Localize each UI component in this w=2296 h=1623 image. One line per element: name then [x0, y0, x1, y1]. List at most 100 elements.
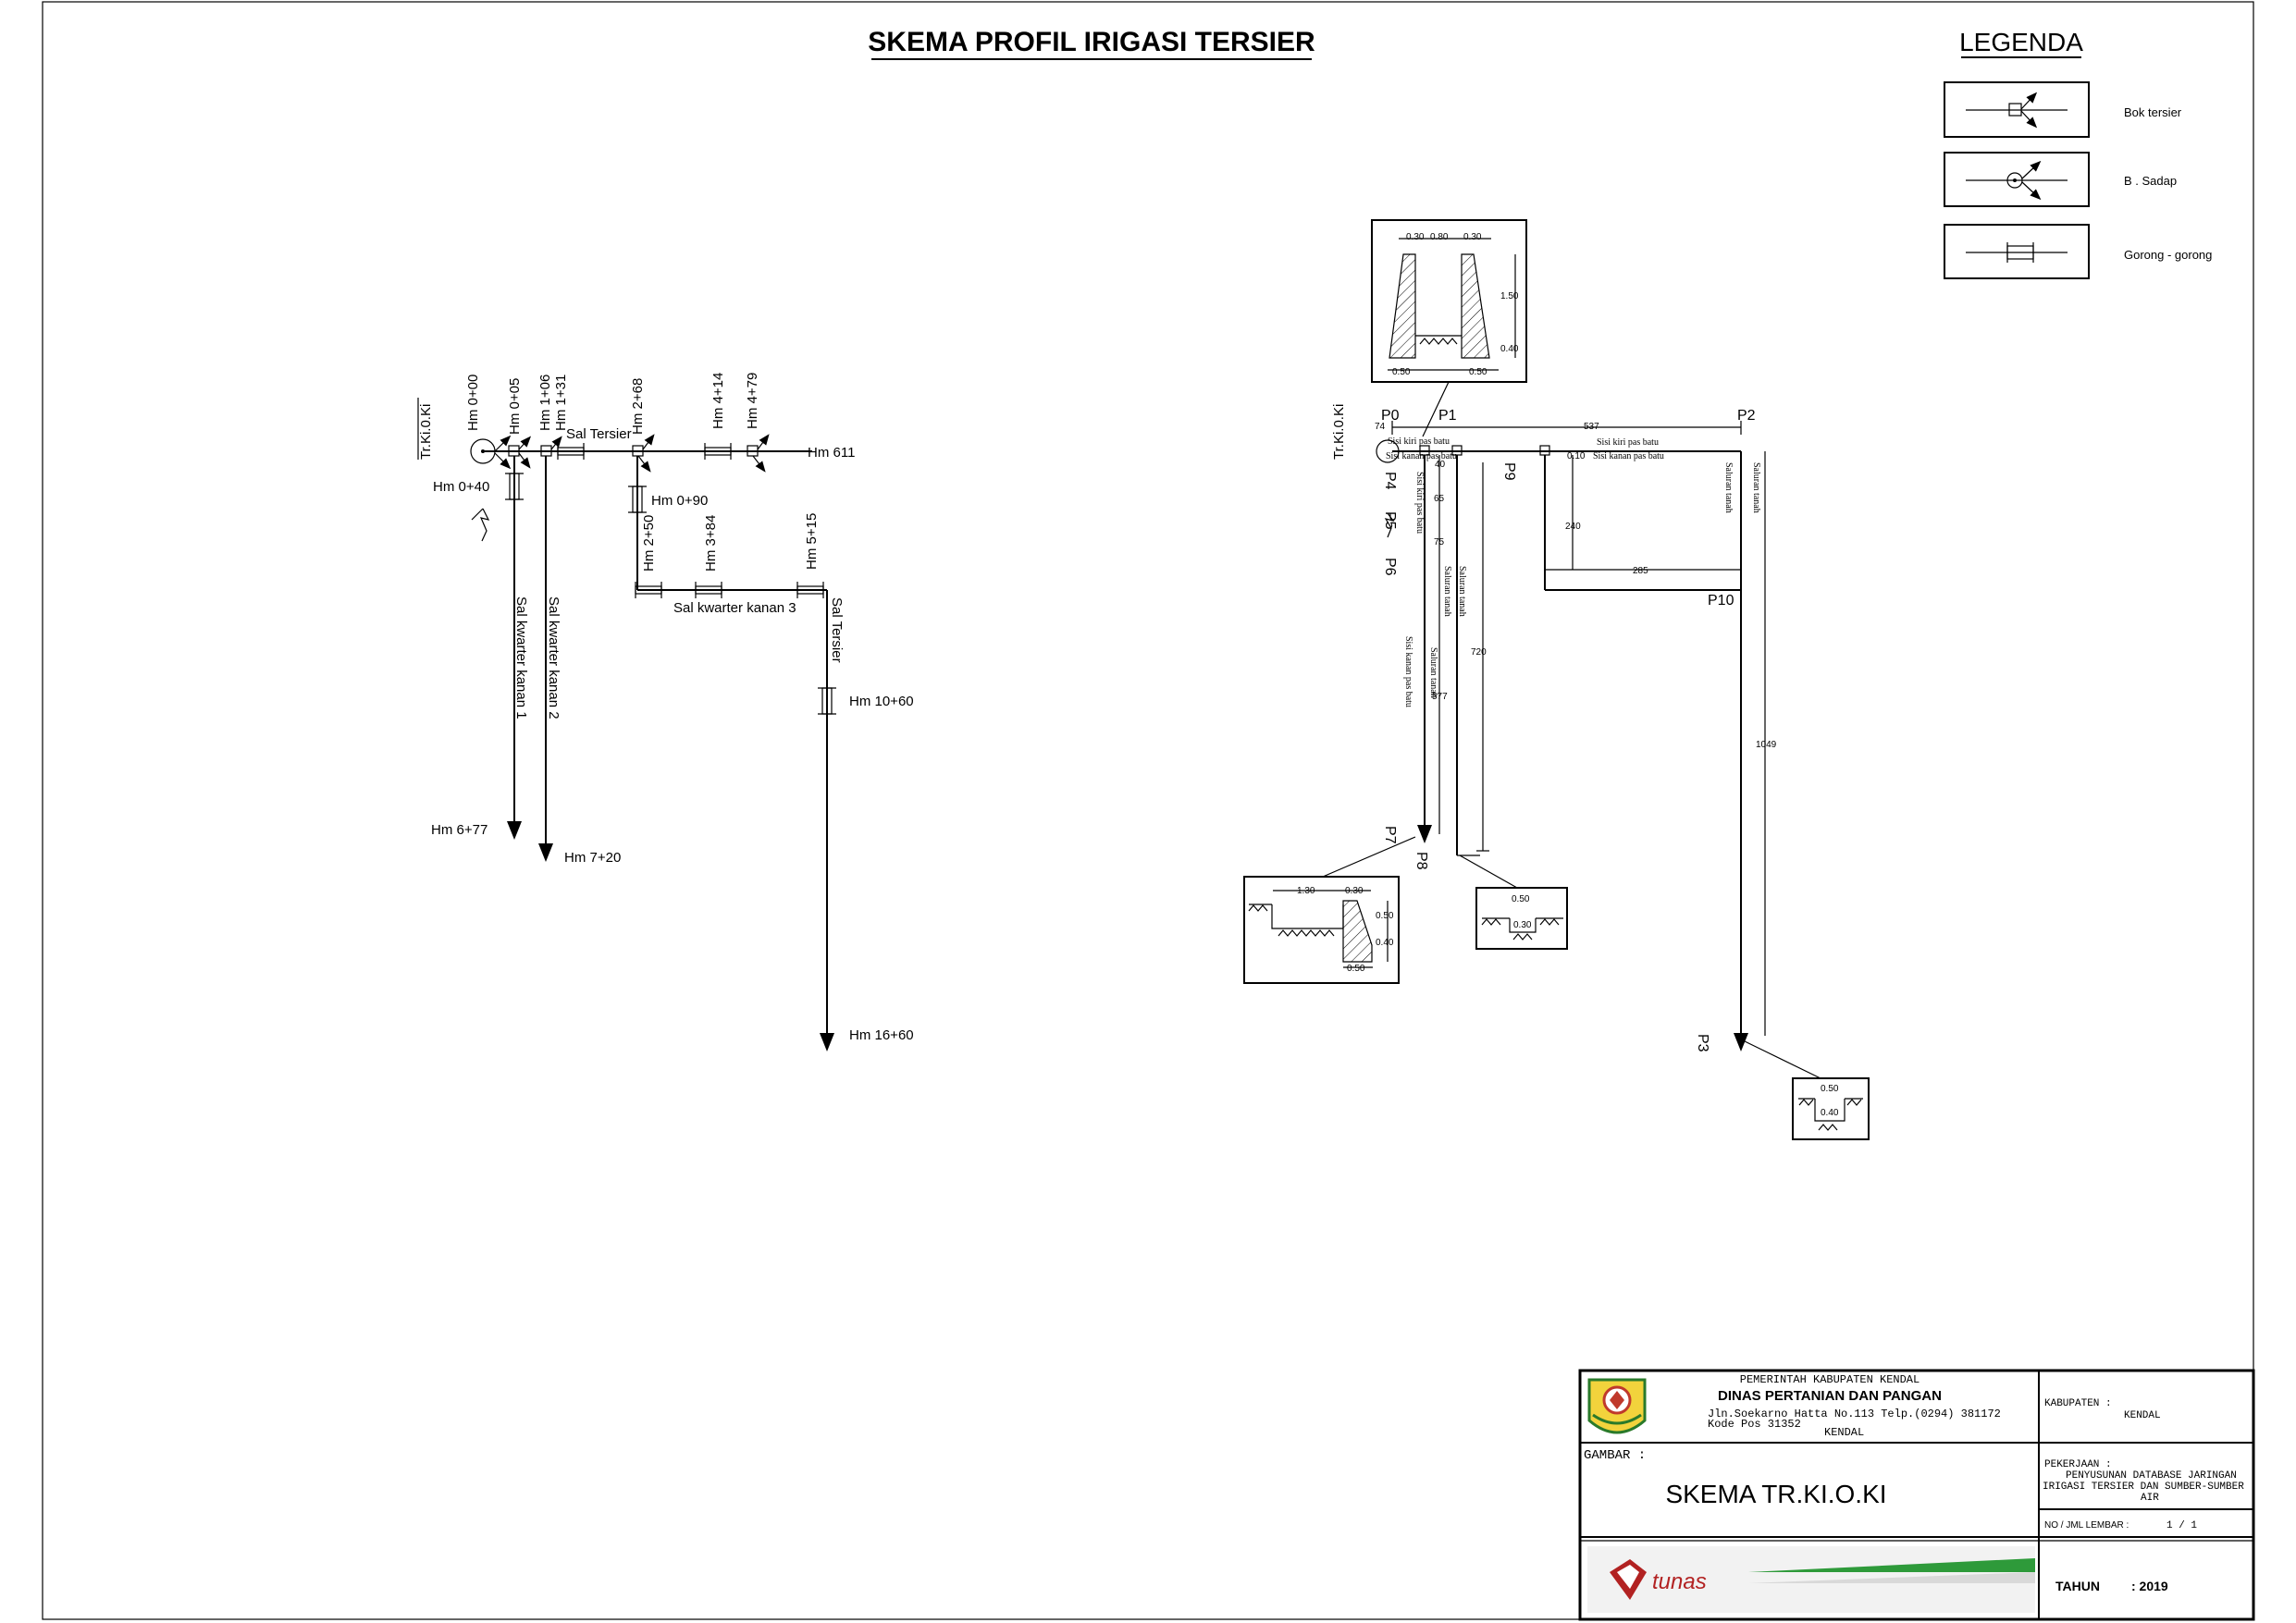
legend-label-gorong-gorong: Gorong - gorong [2124, 248, 2212, 262]
box-marks [508, 434, 770, 473]
hm-label: Hm 2+50 [641, 515, 657, 572]
hm-label: Hm 611 [808, 445, 855, 461]
hm-label: Hm 16+60 [849, 1027, 914, 1043]
point-label: P4 [1382, 472, 1398, 490]
svg-text:Saluran tanah: Saluran tanah [1723, 462, 1734, 513]
legend: LEGENDA Bok tersier B . Sadap Gorong - g… [1944, 28, 2212, 279]
kendal-emblem-icon [1587, 1378, 1647, 1434]
hm-label: Hm 0+00 [465, 375, 481, 431]
svg-text:Kode Pos 31352: Kode Pos 31352 [1708, 1418, 1801, 1431]
page-title: SKEMA PROFIL IRIGASI TERSIER [868, 27, 1315, 60]
svg-text:1.50: 1.50 [1500, 291, 1519, 301]
page-title-text: SKEMA PROFIL IRIGASI TERSIER [868, 27, 1315, 57]
svg-text:0.10: 0.10 [1567, 451, 1586, 461]
svg-text:GAMBAR :: GAMBAR : [1584, 1448, 1646, 1463]
legend-label-b-sadap: B . Sadap [2124, 174, 2177, 188]
point-label: P8 [1413, 852, 1429, 870]
point-label: P9 [1501, 462, 1517, 481]
svg-text:PEKERJAAN :: PEKERJAAN : [2044, 1459, 2112, 1470]
svg-text:0.30: 0.30 [1463, 232, 1482, 242]
gorong-kwarter3-icons [635, 582, 824, 598]
svg-text:PENYUSUNAN DATABASE JARINGAN: PENYUSUNAN DATABASE JARINGAN [2066, 1470, 2237, 1482]
svg-text:Sisi kiri pas batu: Sisi kiri pas batu [1597, 437, 1659, 448]
legend-title: LEGENDA [1959, 28, 2083, 56]
hm-label: Hm 0+90 [651, 493, 708, 509]
hm-label: Hm 2+68 [630, 378, 646, 435]
hm-label: Hm 1+06 [537, 375, 553, 431]
svg-text:1.30: 1.30 [1297, 886, 1315, 896]
svg-text:537: 537 [1584, 422, 1599, 432]
point-label: P1 [1438, 408, 1457, 424]
section-detail-bottom: 0.50 0.40 [1792, 1077, 1870, 1140]
left-scheme: Tr.Ki.0.Ki [417, 373, 914, 1051]
svg-text:720: 720 [1471, 647, 1487, 658]
channel-label: Sal Tersier [566, 426, 632, 442]
svg-text:PEMERINTAH KABUPATEN KENDAL: PEMERINTAH KABUPATEN KENDAL [1740, 1373, 1920, 1386]
svg-text:75: 75 [1434, 537, 1445, 547]
svg-text:Sisi kanan pas batu: Sisi kanan pas batu [1403, 636, 1413, 707]
hm-label: Hm 7+20 [564, 850, 621, 866]
svg-text:0.50: 0.50 [1469, 367, 1487, 377]
svg-text:40: 40 [1435, 460, 1446, 470]
svg-text:0.30: 0.30 [1513, 920, 1532, 930]
svg-text:1 / 1: 1 / 1 [2166, 1520, 2197, 1531]
hm-label: Hm 0+40 [433, 479, 489, 495]
legend-label-bok-tersier: Bok tersier [2124, 105, 2182, 119]
channel-label: Sal kwarter kanan 1 [513, 596, 529, 719]
section-detail-middle: 0.50 0.30 [1475, 887, 1568, 950]
hm-label: Hm 4+14 [710, 373, 726, 429]
svg-text:0.50: 0.50 [1347, 964, 1365, 974]
svg-text:0.40: 0.40 [1500, 344, 1519, 354]
svg-text:0.30: 0.30 [1406, 232, 1425, 242]
drawing-name: SKEMA TR.KI.O.KI [1665, 1480, 1886, 1508]
svg-text:285: 285 [1633, 566, 1648, 576]
left-origin-label: Tr.Ki.0.Ki [418, 404, 434, 460]
svg-text:Sisi kiri pas batu: Sisi kiri pas batu [1388, 436, 1450, 447]
svg-text:0.50: 0.50 [1512, 894, 1530, 904]
svg-text:Saluran tanah: Saluran tanah [1428, 647, 1438, 698]
svg-text:NO / JML LEMBAR :: NO / JML LEMBAR : [2044, 1520, 2129, 1531]
channel-label: Sal kwarter kanan 2 [546, 596, 562, 719]
svg-text:0.50: 0.50 [1376, 911, 1394, 921]
svg-text:Sisi kanan pas batu: Sisi kanan pas batu [1386, 451, 1457, 461]
svg-text:0.40: 0.40 [1376, 938, 1394, 948]
svg-text:Jln.Soekarno Hatta No.113 Telp: Jln.Soekarno Hatta No.113 Telp.(0294) 38… [1708, 1408, 2001, 1420]
title-block: PEMERINTAH KABUPATEN KENDAL DINAS PERTAN… [1578, 1369, 2255, 1621]
gorong-main-icons [557, 443, 732, 460]
hm-label: Hm 10+60 [849, 694, 914, 709]
hm-label: Hm 5+15 [804, 513, 820, 570]
svg-text:577: 577 [1432, 692, 1448, 702]
svg-text:Sisi kiri pas batu: Sisi kiri pas batu [1414, 472, 1425, 534]
bangunan-sadap-icon [1944, 152, 2090, 207]
svg-text:1049: 1049 [1756, 740, 1777, 750]
svg-text:KENDAL: KENDAL [1824, 1426, 1864, 1439]
point-label: P3 [1695, 1034, 1710, 1052]
svg-text:DINAS PERTANIAN DAN PANGAN: DINAS PERTANIAN DAN PANGAN [1718, 1388, 1942, 1404]
right-origin-label: Tr.Ki.0.Ki [1331, 404, 1347, 460]
channel-label: Sal kwarter kanan 3 [673, 600, 796, 616]
svg-text:0.40: 0.40 [1821, 1108, 1839, 1118]
svg-text:Saluran tanah: Saluran tanah [1457, 566, 1467, 617]
svg-text:tunas: tunas [1652, 1569, 1707, 1594]
svg-text:TAHUN: TAHUN [2055, 1579, 2100, 1593]
svg-text:: 2019: : 2019 [2131, 1579, 2168, 1593]
channel-label: Sal Tersier [829, 597, 845, 663]
hm-label: Hm 1+31 [553, 375, 569, 431]
svg-text:0.30: 0.30 [1345, 886, 1364, 896]
point-label: P6 [1382, 558, 1398, 576]
svg-text:74: 74 [1375, 422, 1386, 432]
offtake-zigzag-icon [479, 508, 490, 542]
point-label: P10 [1708, 593, 1734, 609]
gorong-gorong-icon [1944, 224, 2090, 279]
svg-text:240: 240 [1565, 522, 1581, 532]
svg-text:AIR: AIR [2141, 1493, 2159, 1504]
point-label: P2 [1737, 408, 1756, 424]
svg-text:Saluran tanah: Saluran tanah [1751, 462, 1761, 513]
sheet-border [42, 1, 2254, 1620]
hm-label: Hm 0+05 [507, 378, 523, 435]
hm-label: Hm 4+79 [745, 373, 760, 429]
hm-label: Hm 6+77 [431, 822, 488, 838]
svg-text:Sisi kanan pas batu: Sisi kanan pas batu [1593, 451, 1664, 461]
